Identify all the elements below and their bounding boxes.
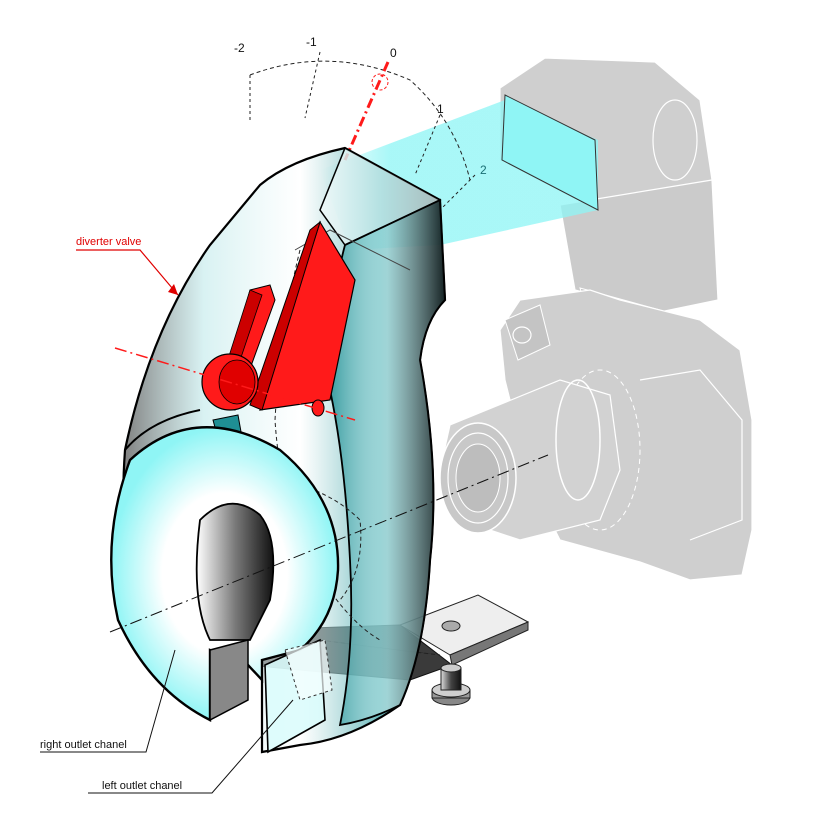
- scale-tick-m2: -2: [234, 41, 245, 55]
- label-left-outlet-channel: left outlet chanel: [102, 780, 182, 792]
- annotation-diverter-valve: diverter valve: [76, 236, 179, 296]
- label-right-outlet-channel: right outlet chanel: [40, 739, 127, 751]
- valve-pivot-axis: [114, 347, 356, 421]
- flash-window: [501, 94, 599, 211]
- mount-knob: [431, 663, 471, 706]
- angle-scale: -2 -1 0 1 2: [234, 35, 487, 211]
- scale-tick-0: 0: [390, 46, 397, 60]
- camera: [439, 57, 753, 581]
- optical-axis: [109, 454, 549, 633]
- left-outlet-channel: [264, 638, 333, 754]
- scale-tick-m1: -1: [306, 35, 317, 49]
- valve-angle-indicator: [343, 61, 390, 161]
- annotation-right-outlet: right outlet chanel: [40, 649, 176, 753]
- annotation-left-outlet: left outlet chanel: [88, 699, 294, 794]
- label-diverter-valve: diverter valve: [76, 236, 141, 248]
- flash-body: [559, 179, 719, 313]
- scale-tick-2: 2: [480, 163, 487, 177]
- diverter-valve: [201, 220, 356, 417]
- scale-tick-1: 1: [437, 102, 444, 116]
- right-outlet-channel: [110, 409, 340, 722]
